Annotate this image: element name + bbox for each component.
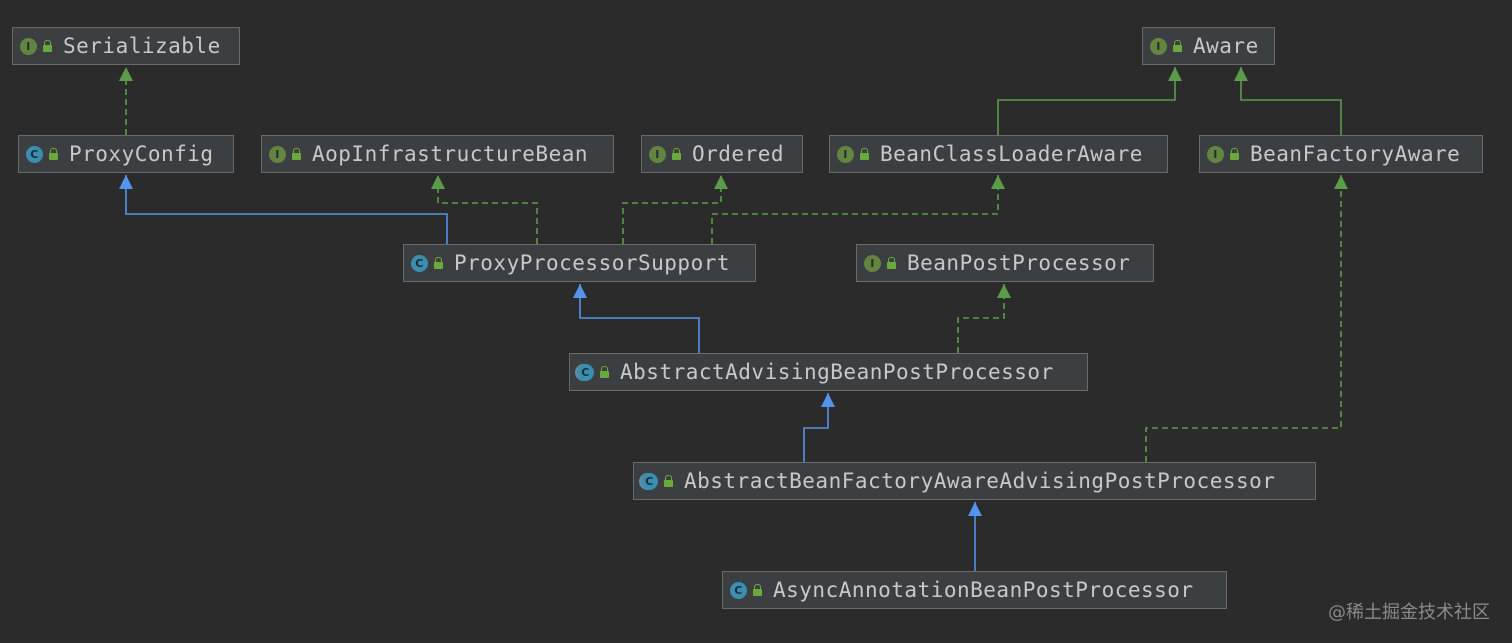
arrowhead-icon <box>431 175 445 189</box>
node-label: ProxyConfig <box>69 142 214 166</box>
class-icon: C <box>730 581 747 599</box>
lock-icon <box>753 584 762 596</box>
node-label: BeanClassLoaderAware <box>880 142 1143 166</box>
edge-abstract-bean-factory-aware-advising-post-processor-to-abstract-advising-bean-post-processor <box>803 393 835 462</box>
node-label: BeanPostProcessor <box>907 251 1131 275</box>
node-label: Aware <box>1193 34 1259 58</box>
edge-line <box>711 175 999 244</box>
edge-abstract-bean-factory-aware-advising-post-processor-to-bean-factory-aware <box>1145 175 1348 462</box>
node-aware[interactable]: I Aware <box>1142 27 1275 65</box>
lock-icon <box>292 148 301 160</box>
lock-icon <box>672 148 681 160</box>
node-proxy-config[interactable]: C ProxyConfig <box>18 135 234 173</box>
arrowhead-icon <box>1234 67 1248 81</box>
node-abstract-advising-bean-post-processor[interactable]: C AbstractAdvisingBeanPostProcessor <box>569 353 1088 391</box>
lock-icon <box>43 40 52 52</box>
lock-icon <box>664 475 673 487</box>
node-label: BeanFactoryAware <box>1250 142 1461 166</box>
edge-bean-factory-aware-to-aware <box>1234 67 1342 135</box>
lock-icon <box>1230 148 1239 160</box>
edge-proxy-config-to-serializable <box>119 67 133 135</box>
node-label: AbstractAdvisingBeanPostProcessor <box>620 360 1054 384</box>
lock-icon <box>434 257 443 269</box>
interface-icon: I <box>837 145 854 163</box>
edge-bean-class-loader-aware-to-aware <box>997 67 1182 135</box>
lock-icon <box>600 366 609 378</box>
arrowhead-icon <box>119 175 133 189</box>
interface-icon: I <box>864 254 881 272</box>
abstract-class-icon: C <box>577 363 594 381</box>
edge-abstract-advising-bean-post-processor-to-proxy-processor-support <box>573 284 700 353</box>
edge-proxy-processor-support-to-ordered <box>622 175 728 244</box>
interface-icon: I <box>1150 37 1167 55</box>
class-icon: C <box>411 254 428 272</box>
lock-icon <box>49 148 58 160</box>
arrowhead-icon <box>821 393 835 407</box>
arrowhead-icon <box>573 284 587 298</box>
interface-icon: I <box>20 37 37 55</box>
node-aop-infrastructure-bean[interactable]: I AopInfrastructureBean <box>261 135 614 173</box>
node-bean-post-processor[interactable]: I BeanPostProcessor <box>856 244 1154 282</box>
edge-abstract-advising-bean-post-processor-to-bean-post-processor <box>957 284 1011 353</box>
arrowhead-icon <box>968 502 982 516</box>
abstract-class-icon: C <box>641 472 658 490</box>
node-serializable[interactable]: I Serializable <box>12 27 240 65</box>
lock-icon <box>1173 40 1182 52</box>
edge-line <box>125 175 448 244</box>
edge-async-annotation-bean-post-processor-to-abstract-bean-factory-aware-advising-post-processor <box>968 502 982 571</box>
node-label: AsyncAnnotationBeanPostProcessor <box>773 578 1194 602</box>
node-label: AbstractBeanFactoryAwareAdvisingPostProc… <box>684 469 1276 493</box>
edge-line <box>579 284 700 353</box>
arrowhead-icon <box>119 67 133 81</box>
arrowhead-icon <box>1334 175 1348 189</box>
edge-line <box>1145 175 1342 462</box>
node-async-annotation-bean-post-processor[interactable]: C AsyncAnnotationBeanPostProcessor <box>722 571 1227 609</box>
arrowhead-icon <box>991 175 1005 189</box>
edge-proxy-processor-support-to-bean-class-loader-aware <box>711 175 1005 244</box>
interface-icon: I <box>1207 145 1224 163</box>
lock-icon <box>860 148 869 160</box>
node-abstract-bean-factory-aware-advising-post-processor[interactable]: C AbstractBeanFactoryAwareAdvisingPostPr… <box>633 462 1316 500</box>
edge-line <box>622 175 722 244</box>
edge-line <box>957 284 1005 353</box>
node-proxy-processor-support[interactable]: C ProxyProcessorSupport <box>403 244 756 282</box>
lock-icon <box>887 257 896 269</box>
node-label: AopInfrastructureBean <box>312 142 589 166</box>
interface-icon: I <box>649 145 666 163</box>
arrowhead-icon <box>714 175 728 189</box>
watermark: @稀土掘金技术社区 <box>1328 602 1490 623</box>
node-ordered[interactable]: I Ordered <box>641 135 803 173</box>
edge-line <box>803 393 829 462</box>
edge-line <box>997 67 1176 135</box>
edge-proxy-processor-support-to-proxy-config <box>119 175 448 244</box>
node-label: Ordered <box>692 142 785 166</box>
node-label: Serializable <box>63 34 221 58</box>
class-icon: C <box>26 145 43 163</box>
arrowhead-icon <box>1168 67 1182 81</box>
node-label: ProxyProcessorSupport <box>454 251 731 275</box>
arrowhead-icon <box>997 284 1011 298</box>
edge-line <box>1240 67 1342 135</box>
interface-icon: I <box>269 145 286 163</box>
node-bean-class-loader-aware[interactable]: I BeanClassLoaderAware <box>829 135 1168 173</box>
edge-proxy-processor-support-to-aop-infrastructure-bean <box>431 175 538 244</box>
node-bean-factory-aware[interactable]: I BeanFactoryAware <box>1199 135 1483 173</box>
edge-line <box>437 175 538 244</box>
